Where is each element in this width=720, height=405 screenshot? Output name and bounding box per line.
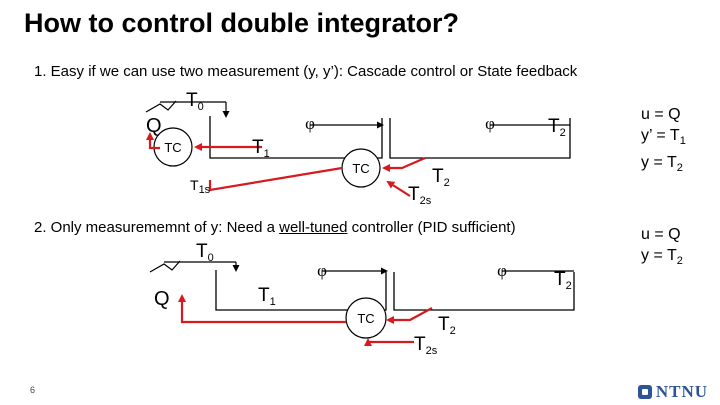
t0-label-2: T0 <box>196 241 214 264</box>
signal-tc-to-valve-2 <box>178 294 346 324</box>
heater-symbol-2 <box>149 260 181 273</box>
ntnu-logo: NTNU <box>637 381 708 403</box>
t2-meas-label-2: T2 <box>438 314 456 337</box>
relation-y-t2-2: y = T2 <box>641 247 683 268</box>
relation-y-t2: y = T2 <box>641 154 683 175</box>
tc-left-label-1: TC <box>164 140 181 155</box>
tank-2-b <box>393 272 575 311</box>
relations-single: u = Q y = T2 <box>641 224 683 272</box>
ntnu-logo-text: NTNU <box>655 382 708 401</box>
tank-1-b <box>215 270 387 311</box>
signal-tc-mid-to-tc-left <box>208 166 343 192</box>
diagram-single: φ φ Q T0 T1 T2 T2 T2s TC <box>149 241 575 357</box>
relation-dy-t1: y’ = T1 <box>641 127 686 148</box>
relation-u-q: u = Q <box>641 106 681 123</box>
slide-title: How to control double integrator? <box>24 8 459 38</box>
phi-symbol-2a: φ <box>317 261 327 280</box>
tank-2-a <box>389 118 571 159</box>
ntnu-logo-icon <box>637 385 652 399</box>
signal-t2-to-tc-2 <box>386 307 433 324</box>
signal-t2s-to-tc-mid <box>386 180 411 197</box>
tc-label-2: TC <box>357 311 374 326</box>
valve-label-1: Q <box>146 115 162 137</box>
relations-cascade: u = Q y’ = T1 y = T2 <box>641 104 686 179</box>
t2s-label-1: T2s <box>408 184 432 207</box>
t0-label-1: T0 <box>186 90 204 113</box>
signal-t2-to-tc-mid <box>382 156 426 172</box>
point-2-text: 2. Only measurememnt of y: Need a well-t… <box>34 219 516 236</box>
t1-label-2: T1 <box>258 285 276 308</box>
point-2-post: controller (PID sufficient) <box>347 219 516 236</box>
relation-u-q-2: u = Q <box>641 226 681 243</box>
diagram-cascade: φ φ Q T0 T1 T2 T1s T2 T2s TC TC <box>145 90 571 207</box>
t2-label-1: T2 <box>548 116 566 139</box>
tc-mid-label-1: TC <box>352 161 369 176</box>
signal-to-valve-1 <box>146 132 160 150</box>
t2-label-2: T2 <box>554 269 572 292</box>
tank-1-a <box>209 116 383 159</box>
phi-symbol-1b: φ <box>485 114 495 133</box>
t1s-label-1: T1s <box>190 177 211 196</box>
phi-symbol-1a: φ <box>305 114 315 133</box>
t1-label-1: T1 <box>252 137 270 160</box>
signal-t2s-to-tc-2 <box>364 338 414 346</box>
phi-symbol-2b: φ <box>497 261 507 280</box>
point-2-underlined: well-tuned <box>279 219 348 236</box>
point-2-pre: 2. Only measurememnt of y: Need a <box>34 219 280 236</box>
heater-symbol-1 <box>145 100 177 113</box>
point-1-text: 1. Easy if we can use two measurement (y… <box>34 63 578 80</box>
page-number: 6 <box>30 385 36 395</box>
t2-meas-label-1: T2 <box>432 166 450 189</box>
valve-label-2: Q <box>154 288 170 310</box>
t2s-label-2: T2s <box>414 334 438 357</box>
